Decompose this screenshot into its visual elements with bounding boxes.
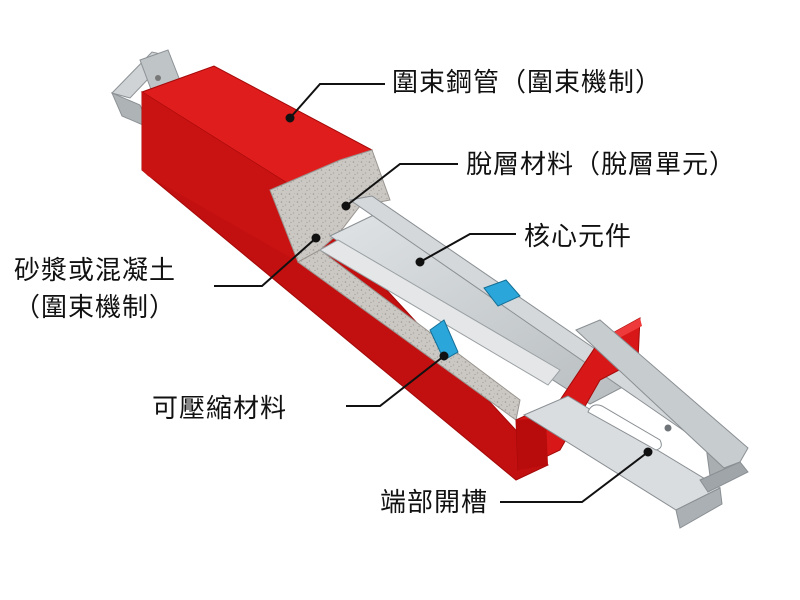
steel-tube-front-left xyxy=(142,92,298,262)
label-core-element: 核心元件 xyxy=(524,222,633,252)
label-end-slot: 端部開槽 xyxy=(380,488,489,518)
core-back-end xyxy=(111,49,187,129)
label-debonding-material: 脫層材料（脫層單元） xyxy=(466,150,737,180)
leader-lines xyxy=(214,83,653,503)
debonding-channel xyxy=(318,239,561,386)
core-front-end xyxy=(522,319,749,529)
compressible-material-2 xyxy=(483,279,521,307)
mortar-bed xyxy=(297,249,521,421)
end-slot xyxy=(587,404,662,451)
label-mortar: 砂漿或混凝土 xyxy=(14,256,177,286)
compressible-material-1 xyxy=(429,319,459,361)
label-compressible-material: 可壓縮材料 xyxy=(152,394,288,424)
label-mortar-mechanism: （圍束機制） xyxy=(14,293,177,323)
label-confining-tube: 圍束鋼管（圍束機制） xyxy=(392,68,663,98)
